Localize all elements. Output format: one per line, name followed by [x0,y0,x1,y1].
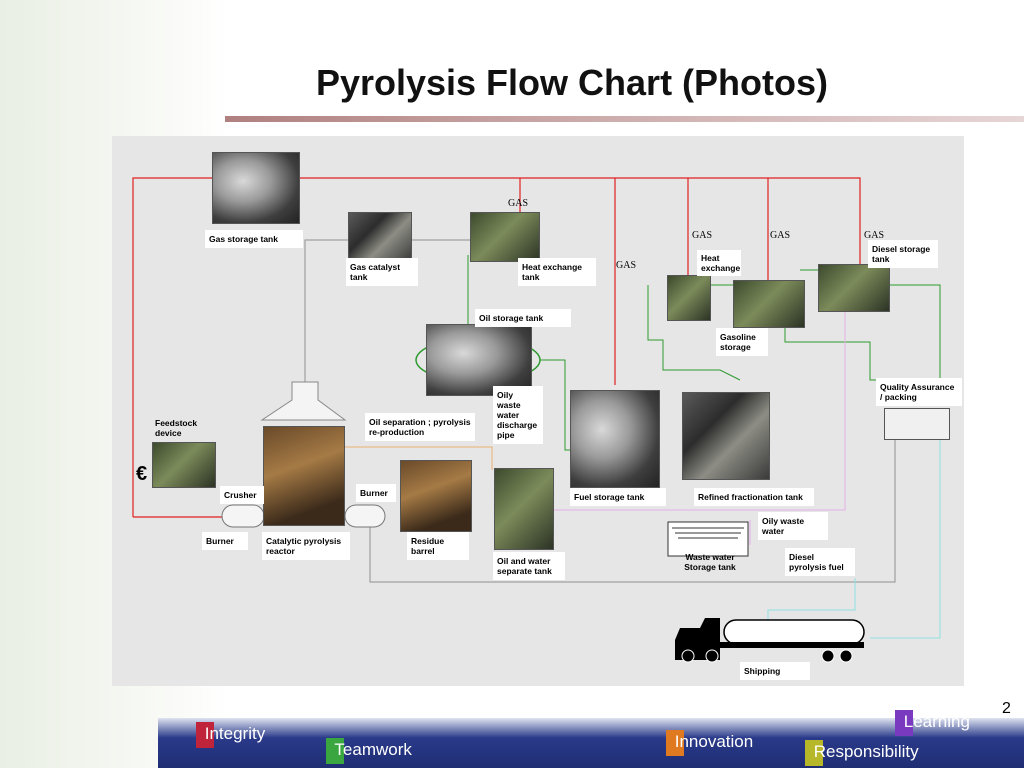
refined-fractionation-photo [682,392,770,480]
label-crusher: Crusher [220,486,264,504]
label-oil-separation: Oil separation ; pyrolysis re-production [365,413,475,441]
qa-photo [884,408,950,440]
label-oily-waste-water: Oily waste water [758,512,828,540]
truck-icon [675,618,865,663]
gas-catalyst-photo [348,212,412,262]
label-gas-storage: Gas storage tank [205,230,303,248]
reactor-hood [260,381,347,421]
page-number: 2 [1002,700,1011,717]
gas-tag: GAS [864,230,885,241]
inlet-arrow-icon: € [136,463,147,485]
learning-marker [895,710,913,736]
label-gasoline-storage: Gasoline storage [716,328,768,356]
label-catalytic-reactor: Catalytic pyrolysis reactor [262,532,350,560]
page-title: Pyrolysis Flow Chart (Photos) [315,62,829,103]
burner-right-shape [344,504,386,528]
gas-storage-photo [212,152,300,224]
label-diesel-storage: Diesel storage tank [868,240,938,268]
fuel-storage-photo [570,390,660,488]
diesel-storage-photo [818,264,890,312]
residue-line [345,446,493,470]
waste-line-main [548,300,846,511]
footer-learning: Learning [895,710,984,736]
label-heat-exchange-tank: Heat exchange tank [518,258,596,286]
innovation-marker [666,730,684,756]
label-oil-storage: Oil storage tank [475,309,571,327]
footer-values-bar [158,718,1024,768]
gas-tag: GAS [770,230,791,241]
oil-water-separate-photo [494,468,554,550]
footer-teamwork: Teamwork [326,738,426,764]
feed-line-catalyst [304,239,348,390]
residue-barrel-photo [400,460,472,532]
label-quality-assurance: Quality Assurance / packing [876,378,962,406]
feedstock-photo [152,442,216,488]
gas-tag: GAS [508,198,529,209]
label-heat-exchange: Heat exchange [697,250,741,276]
teamwork-marker [326,738,344,764]
label-oil-water-separate: Oil and water separate tank [493,552,565,580]
gas-line-main [132,177,861,517]
label-burner-top: Burner [356,484,396,502]
label-burner-left: Burner [202,532,248,550]
gasoline-photo [733,280,805,328]
gas-tag: GAS [692,230,713,241]
oil-line-qa [784,284,941,381]
heat-exchange-photo [667,275,711,321]
return-line [369,440,896,583]
label-refined-fractionation: Refined fractionation tank [694,488,814,506]
footer-innovation: Innovation [666,730,767,756]
footer-integrity: Integrity [196,722,279,748]
title-underline [225,116,1024,122]
label-shipping: Shipping [740,662,810,680]
responsibility-marker [805,740,823,766]
burner-left-shape [221,504,265,528]
oil-line-refine [647,285,741,381]
heat-exchange-tank-photo [470,212,540,262]
label-waste-water-storage: Waste water Storage tank [684,552,736,572]
gas-tag: GAS [616,260,637,271]
water-line-qa [870,440,941,639]
label-gas-catalyst: Gas catalyst tank [346,258,418,286]
label-residue-barrel: Residue barrel [407,532,469,560]
label-oily-waste-pipe: Oily waste water discharge pipe [493,386,543,444]
footer-responsibility: Responsibility [805,740,933,766]
label-fuel-storage: Fuel storage tank [570,488,666,506]
reactor-photo [263,426,345,526]
label-feedstock: Feedstock device [151,414,209,442]
label-diesel-fuel: Diesel pyrolysis fuel [785,548,855,576]
integrity-marker [196,722,214,748]
oil-storage-photo [426,324,532,396]
